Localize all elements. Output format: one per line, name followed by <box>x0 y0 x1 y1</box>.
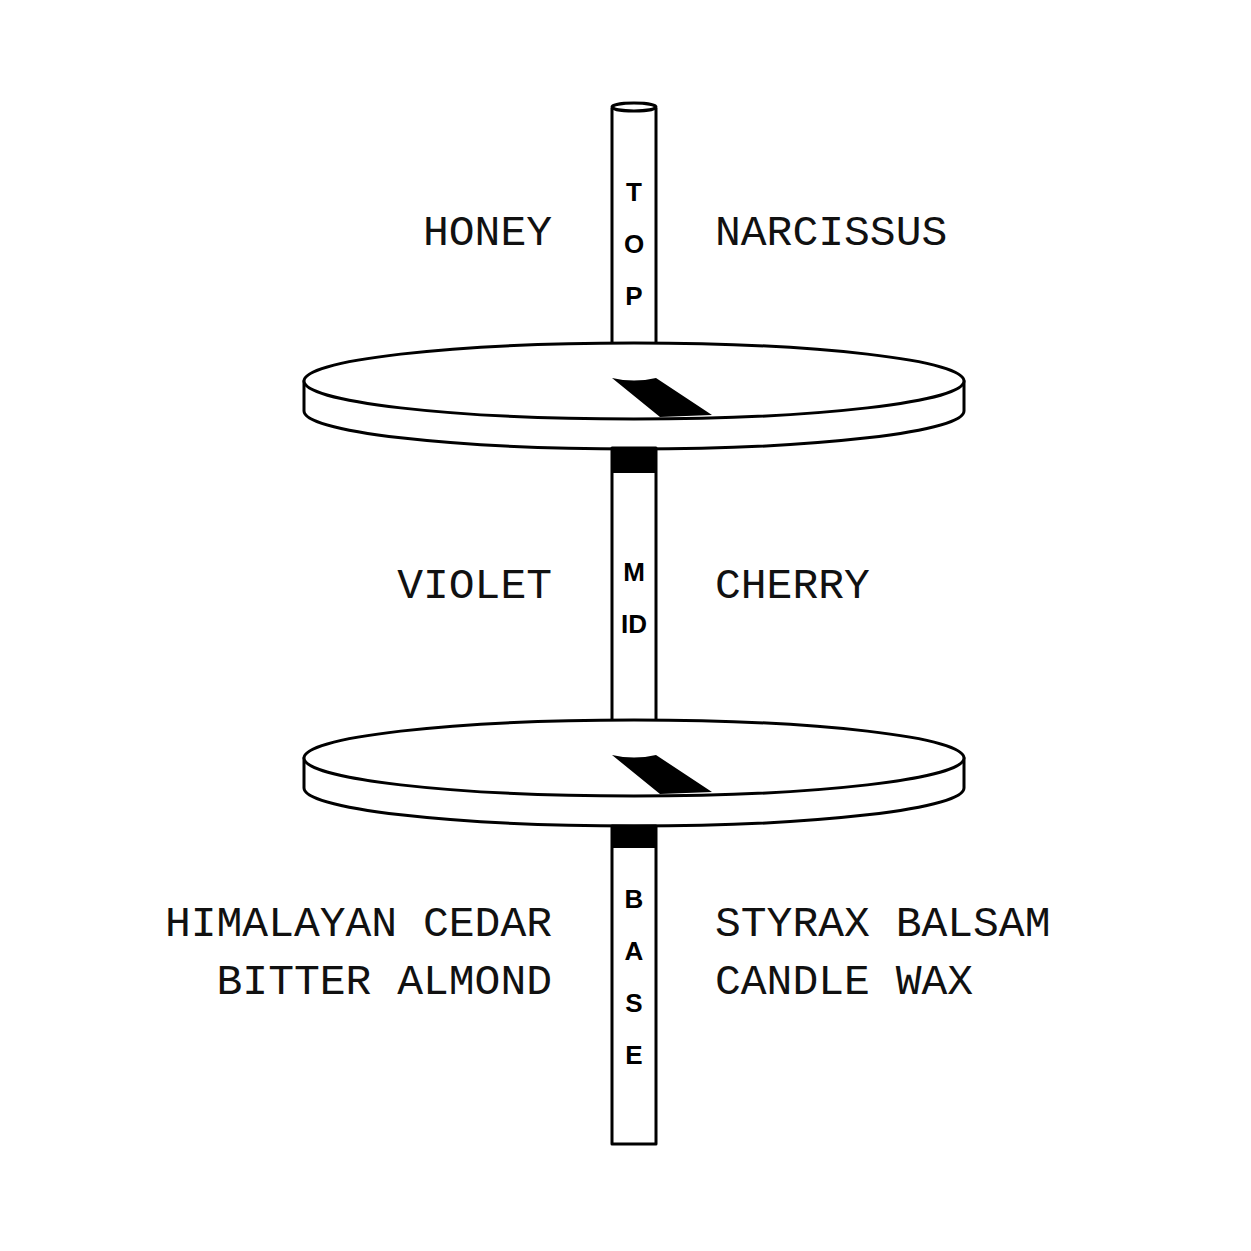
layer-name: MID <box>621 546 647 650</box>
note-name: CHERRY <box>715 561 870 613</box>
rod-shadow <box>612 755 712 794</box>
note-name: CANDLE WAX <box>715 957 973 1009</box>
rod-segment <box>612 448 656 755</box>
rod-label-box: BASE <box>612 870 656 1084</box>
rod-segment <box>612 826 656 1144</box>
note-name: STYRAX BALSAM <box>715 899 1050 951</box>
layer-name: BASE <box>621 873 647 1081</box>
note-name: VIOLET <box>397 561 552 613</box>
rod-label-box: TOP <box>612 140 656 348</box>
rod-cap <box>612 103 656 111</box>
note-name: NARCISSUS <box>715 208 947 260</box>
rod-label-box: MID <box>612 520 656 676</box>
note-name: HIMALAYAN CEDAR <box>165 899 552 951</box>
rod-shadow <box>612 378 712 417</box>
layer-name: TOP <box>621 166 647 322</box>
rod-shadow <box>612 827 656 848</box>
note-name: HONEY <box>423 208 552 260</box>
rod-shadow <box>612 449 656 473</box>
rod-segment <box>612 108 656 381</box>
disc-top <box>304 720 964 796</box>
disc-top <box>304 343 964 419</box>
note-name: BITTER ALMOND <box>217 957 552 1009</box>
